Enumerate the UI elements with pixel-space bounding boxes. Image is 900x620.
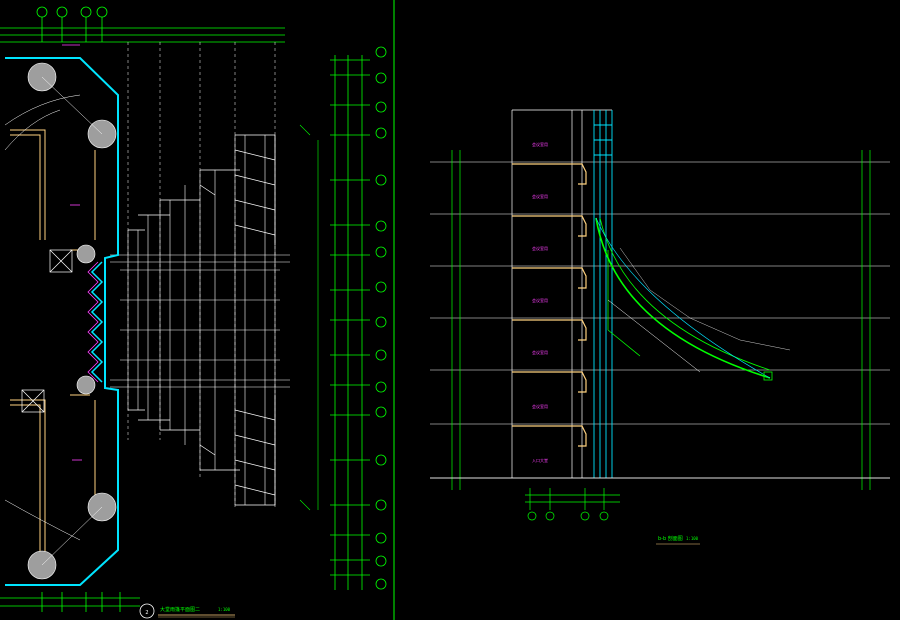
- plan-bottom-dimensions: [0, 592, 140, 612]
- plan-zigzag-inner: [87, 261, 99, 383]
- section-floor-slabs: [512, 163, 587, 447]
- plan-core-symbols: [21, 249, 73, 413]
- plan-scale: 1:100: [218, 607, 231, 612]
- section-view: 会议室用 会议室用 会议室用 会议室用 会议室用 会议室用 入口大堂 b-b 剖…: [430, 109, 890, 545]
- column-circle: [76, 375, 96, 395]
- section-bottom-dimensions: [525, 488, 620, 521]
- plan-glass-facade: [5, 57, 119, 586]
- plan-top-dimensions: [0, 27, 285, 43]
- section-room-labels: 会议室用 会议室用 会议室用 会议室用 会议室用 会议室用 入口大堂: [532, 141, 548, 463]
- plan-top-grid-bubbles: [36, 6, 108, 42]
- room-label: 会议室用: [532, 403, 548, 409]
- plan-dimension-ticks: [299, 124, 319, 511]
- section-curved-canopy: [595, 217, 773, 381]
- column-circle: [76, 244, 96, 264]
- room-label: 会议室用: [532, 297, 548, 303]
- plan-detail-bubble: [139, 603, 155, 619]
- plan-right-grid-bubbles: [375, 46, 387, 590]
- room-label: 会议室用: [532, 245, 548, 251]
- plan-canopy-ribs: [127, 135, 276, 505]
- plan-zigzag-screen: [90, 261, 104, 383]
- section-canopy-dimensions: [619, 247, 791, 351]
- plan-detail-number: 2: [145, 610, 148, 616]
- plan-title-block: 2 大堂雨篷平面图二 1:100: [139, 603, 235, 619]
- plan-right-dimensions: [330, 55, 370, 590]
- room-label: 会议室用: [532, 141, 548, 147]
- section-scale: 1:100: [686, 536, 699, 541]
- plan-canopy-outline: [128, 134, 276, 506]
- room-label: 入口大堂: [532, 457, 548, 463]
- section-title-block: b-b 剖面图 1:100: [656, 535, 700, 545]
- plan-view: 2 大堂雨篷平面图二 1:100: [0, 6, 387, 619]
- section-curtain-wall: [593, 110, 613, 478]
- plan-magenta-marks: [62, 44, 82, 461]
- room-label: 会议室用: [532, 349, 548, 355]
- section-level-markers: [451, 150, 871, 490]
- room-label: 会议室用: [532, 193, 548, 199]
- plan-radial-leaders: [4, 76, 103, 566]
- plan-title: 大堂雨篷平面图二: [160, 606, 200, 613]
- section-title: b-b 剖面图: [658, 535, 683, 542]
- section-building-slabs: [511, 109, 612, 478]
